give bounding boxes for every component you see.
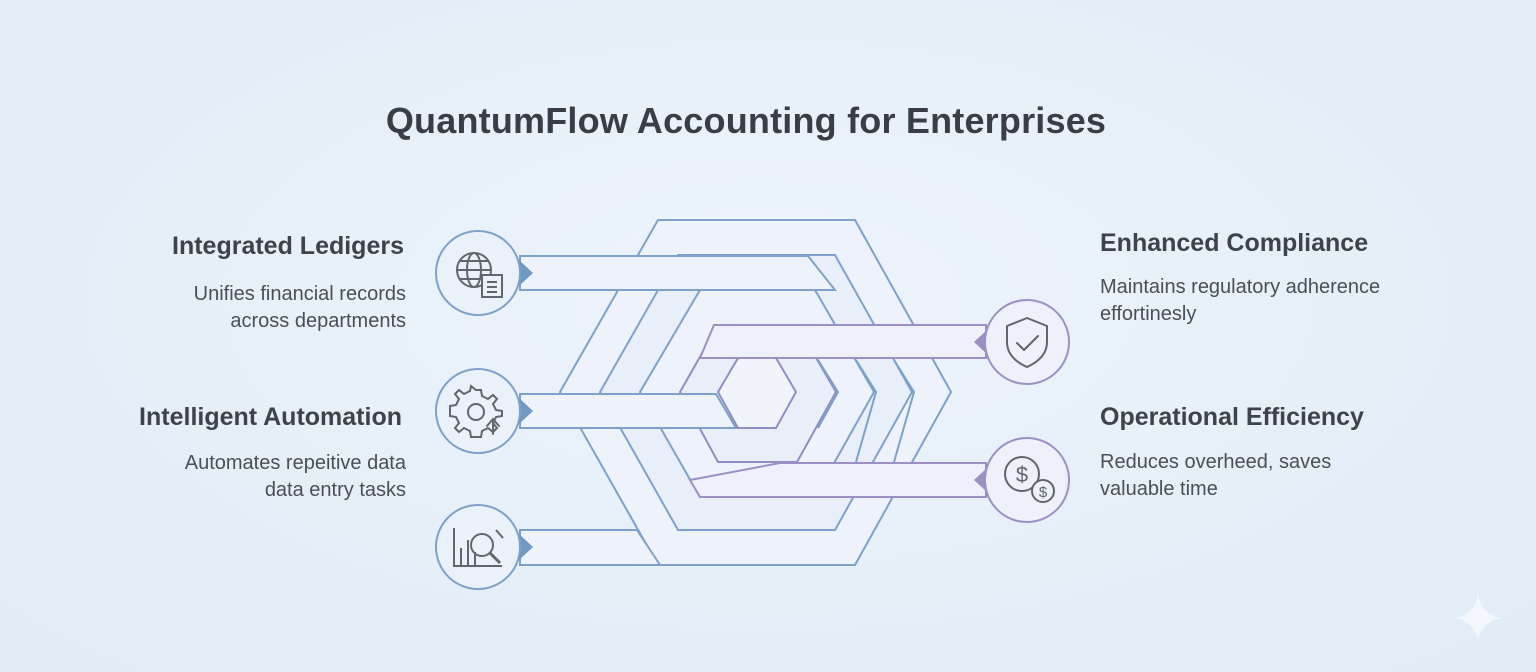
dollar-coins-icon: $ $ <box>1004 456 1055 503</box>
desc-line: Unifies financial records <box>193 283 406 305</box>
desc-enhanced-compliance: Maintains regulatory adherence effortine… <box>1100 274 1380 328</box>
pointer-left-top <box>519 260 533 286</box>
gear-upload-icon <box>449 384 503 438</box>
heading-operational-efficiency: Operational Efficiency <box>1100 403 1364 431</box>
left-band-middle <box>519 393 738 429</box>
heading-enhanced-compliance: Enhanced Compliance <box>1100 229 1369 257</box>
shield-check-icon <box>1006 317 1048 368</box>
svg-text:$: $ <box>1039 484 1048 501</box>
page-title: QuantumFlow Accounting for Enterprises <box>385 100 1107 141</box>
desc-line: data entry tasks <box>264 479 406 501</box>
icon-circle-shield <box>984 299 1070 385</box>
chevron-1 <box>817 359 840 429</box>
left-band-top <box>519 255 838 291</box>
desc-line: Automates repeitive data <box>184 452 406 474</box>
globe-document-icon <box>456 252 503 298</box>
icon-circle-chart <box>435 504 521 590</box>
desc-line: valuable time <box>1100 478 1218 500</box>
heading-intelligent-automation: Intelligent Automation <box>139 403 402 431</box>
sparkle-icon <box>1454 594 1502 642</box>
desc-line: effortinesly <box>1100 303 1197 325</box>
icon-circle-dollar: $ $ <box>984 437 1070 523</box>
pointer-left-bottom <box>519 534 533 560</box>
chevron-3 <box>893 359 916 463</box>
chart-magnifier-icon <box>453 528 504 567</box>
icon-circle-gear <box>435 368 521 454</box>
heading-integrated-ledgers: Integrated Ledigers <box>172 232 404 260</box>
desc-integrated-ledgers: Unifies financial records across departm… <box>194 281 406 335</box>
desc-intelligent-automation: Automates repeitive data data entry task… <box>185 450 406 504</box>
icon-circle-globe <box>435 230 521 316</box>
desc-operational-efficiency: Reduces overheed, saves valuable time <box>1100 449 1331 503</box>
svg-text:$: $ <box>1016 462 1028 487</box>
desc-line: Maintains regulatory adherence <box>1100 276 1381 298</box>
desc-line: across departments <box>230 310 406 332</box>
chevron-2 <box>855 359 878 463</box>
left-band-bottom <box>519 529 662 566</box>
desc-line: Reduces overheed, saves <box>1100 451 1332 473</box>
pointer-left-middle <box>519 398 533 424</box>
right-band-bottom <box>688 462 987 498</box>
right-band-top <box>698 324 987 359</box>
